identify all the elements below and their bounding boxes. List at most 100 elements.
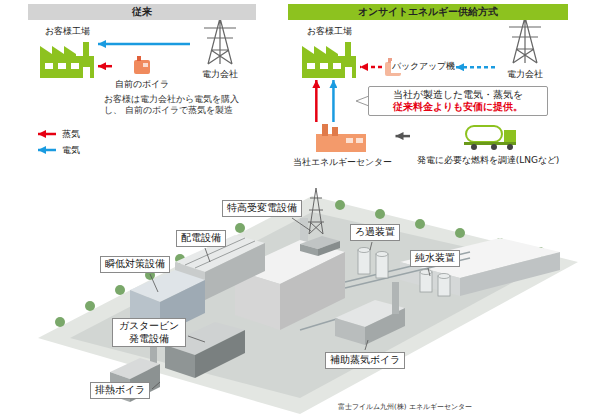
boiler-box: 自前のボイラ	[112, 56, 172, 90]
power-company-box: 電力会社	[190, 18, 250, 80]
plant-illustration-part	[70, 212, 545, 398]
energy-center-icon	[316, 124, 366, 152]
callout-text: 当社が製造した電気・蒸気を	[393, 89, 523, 101]
plant-illustration-part-part	[415, 219, 425, 229]
node-label: 自前のボイラ	[114, 79, 170, 90]
fuel-truck-box: 発電に必要な燃料を調達(LNGなど)	[410, 120, 566, 166]
leader-line-part	[292, 218, 311, 231]
legend-text: 蒸気	[62, 128, 80, 141]
plant-illustration-part-part	[438, 276, 450, 296]
energy-center-icon-part	[332, 127, 338, 136]
part-label-box: 特高受変電設備	[222, 200, 302, 217]
legend-arrow	[30, 129, 58, 139]
factory-box: お客様工場	[36, 26, 98, 80]
plant-illustration-part-part	[455, 228, 465, 238]
backup-boiler-box: バックアップ機	[382, 56, 456, 78]
node-label: お客様工場	[44, 26, 91, 37]
leader-line-part	[205, 248, 210, 262]
part-label: 補助蒸気ボイラ	[330, 354, 400, 367]
plant-illustration-part	[300, 244, 318, 256]
part-label: 瞬低対策設備	[105, 258, 165, 271]
plant-illustration-part-part	[85, 301, 95, 311]
note-text: お客様は電力会社から電気を購入し、 自前のボイラで蒸気を製造	[104, 94, 256, 116]
plant-illustration-part	[318, 241, 340, 256]
scheme-panel: 従来お客様工場自前のボイラ 電力会社	[28, 4, 256, 122]
legend-arrow	[30, 145, 58, 155]
plant-illustration-part	[460, 252, 560, 296]
flow-arrow	[98, 43, 190, 46]
plant-illustration	[38, 188, 578, 414]
truck-icon-part	[507, 144, 513, 150]
plant-illustration-part-part	[375, 209, 385, 219]
energy-center-box: 当社エネルギーセンター	[289, 122, 396, 168]
truck-icon-part	[504, 130, 516, 144]
plant-illustration-part-part	[358, 250, 370, 274]
scheme-panel: オンサイトエネルギー供給方式お客様工場バックアップ機電力会社当社エネルギーセンタ…	[288, 4, 568, 172]
panel-heading: オンサイトエネルギー供給方式	[288, 4, 568, 20]
legend-text: 電気	[62, 144, 80, 157]
node-label: お客様工場	[306, 26, 353, 37]
flow-arrow	[98, 65, 112, 68]
factory-icon-part	[302, 42, 356, 78]
flow-arrow	[332, 80, 335, 122]
plant-illustration-part	[308, 188, 324, 234]
boiler-icon	[134, 56, 401, 76]
flow-arrow	[360, 66, 382, 69]
leader-line-part	[365, 340, 368, 350]
plant-illustration-part-part	[115, 285, 125, 295]
plant-illustration-part-part	[376, 252, 388, 257]
part-label: 配電設備	[181, 232, 221, 245]
panel-heading: 従来	[28, 4, 256, 20]
energy-center-icon-part	[346, 138, 353, 143]
boiler-icon-part	[134, 56, 150, 74]
caption: 富士フイルム九州(株) エネルギーセンター	[338, 403, 472, 412]
node-label: 電力会社	[201, 69, 239, 80]
truck-icon	[464, 126, 516, 150]
factory-box: お客様工場	[298, 26, 360, 80]
pylon-icon-part	[204, 18, 236, 64]
plant-illustration-part	[335, 318, 365, 345]
energy-center-icon-part	[356, 138, 363, 143]
plant-illustration-part-part	[55, 317, 65, 327]
plant-illustration-part	[300, 218, 308, 244]
part-label: 純水装置	[415, 252, 455, 265]
leader-line-part	[188, 336, 205, 342]
part-label-box: ろ過装置	[350, 224, 400, 241]
legend: 蒸気電気	[30, 126, 80, 158]
flow-arrow	[315, 80, 318, 122]
flow-arrow	[396, 135, 411, 138]
plant-illustration-part-part	[358, 248, 370, 253]
part-label: 特高受変電設備	[227, 202, 297, 215]
part-label: ろ過装置	[355, 226, 395, 239]
plant-illustration-part-part	[235, 223, 245, 233]
legend-arrow-line	[38, 133, 56, 136]
part-label-box: 排熱ボイラ	[90, 382, 150, 399]
node-label: 電力会社	[506, 69, 544, 80]
plant-illustration-part	[195, 330, 245, 378]
part-label-box: 純水装置	[410, 250, 460, 267]
truck-icon-part	[466, 126, 502, 142]
energy-center-icon-part	[322, 124, 328, 136]
part-label-box: ガスタービン 発電設備	[112, 318, 186, 347]
callout-text: 従来料金よりも安価に提供。	[393, 101, 523, 113]
truck-icon-part	[491, 144, 497, 150]
part-label: 排熱ボイラ	[95, 384, 145, 397]
pylon-icon-part	[509, 17, 541, 63]
leader-line-part	[150, 274, 158, 292]
plant-illustration-part-part	[438, 274, 450, 279]
part-label-box: 瞬低対策設備	[100, 256, 170, 273]
node-label: 当社エネルギーセンター	[292, 157, 393, 168]
flow-arrow	[456, 66, 495, 69]
truck-icon-part	[464, 142, 516, 145]
plant-illustration-part-part	[335, 200, 345, 210]
plant-illustration-part	[38, 196, 578, 414]
factory-icon	[40, 42, 356, 78]
node-label: バックアップ機	[391, 61, 456, 72]
plant-illustration-part-part	[420, 272, 432, 292]
part-label: ガスタービン 発電設備	[117, 320, 181, 345]
plant-illustration-part	[165, 345, 195, 378]
plant-illustration-part-part	[376, 254, 388, 278]
legend-row: 電気	[30, 142, 80, 158]
truck-icon-part	[471, 144, 477, 150]
